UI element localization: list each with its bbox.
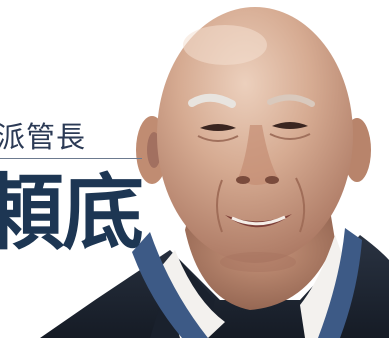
headline-divider [0,158,142,159]
headline-name: 頼底 [0,165,144,261]
headline-title: 派管長 [0,120,87,154]
